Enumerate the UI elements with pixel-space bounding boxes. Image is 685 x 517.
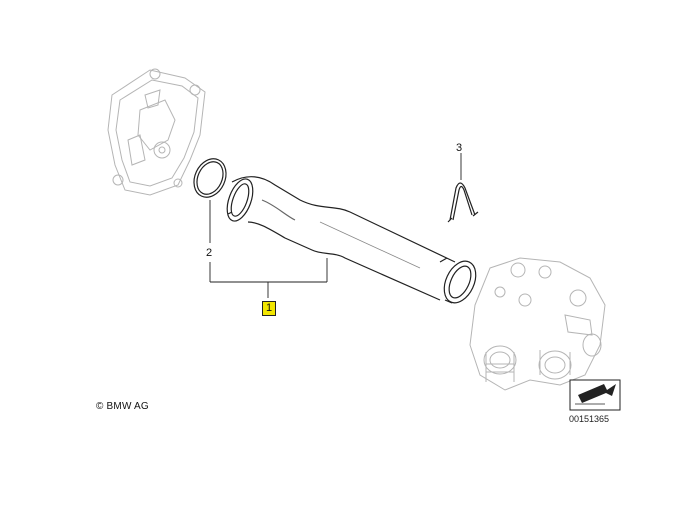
diagram-reference-number: 00151365 [569,414,610,424]
callout-part-3: 3 [456,142,463,154]
thermostat-housing [469,257,606,391]
callout-part-1-highlighted: 1 [262,301,277,316]
retaining-clip [447,182,479,223]
coolant-pipe [226,176,477,304]
o-ring [193,158,227,198]
water-pump-housing [107,68,206,196]
leader-lines [209,153,462,298]
callout-part-2: 2 [206,247,213,259]
copyright-text: © BMW AG [96,401,149,412]
reference-symbol [569,379,621,411]
